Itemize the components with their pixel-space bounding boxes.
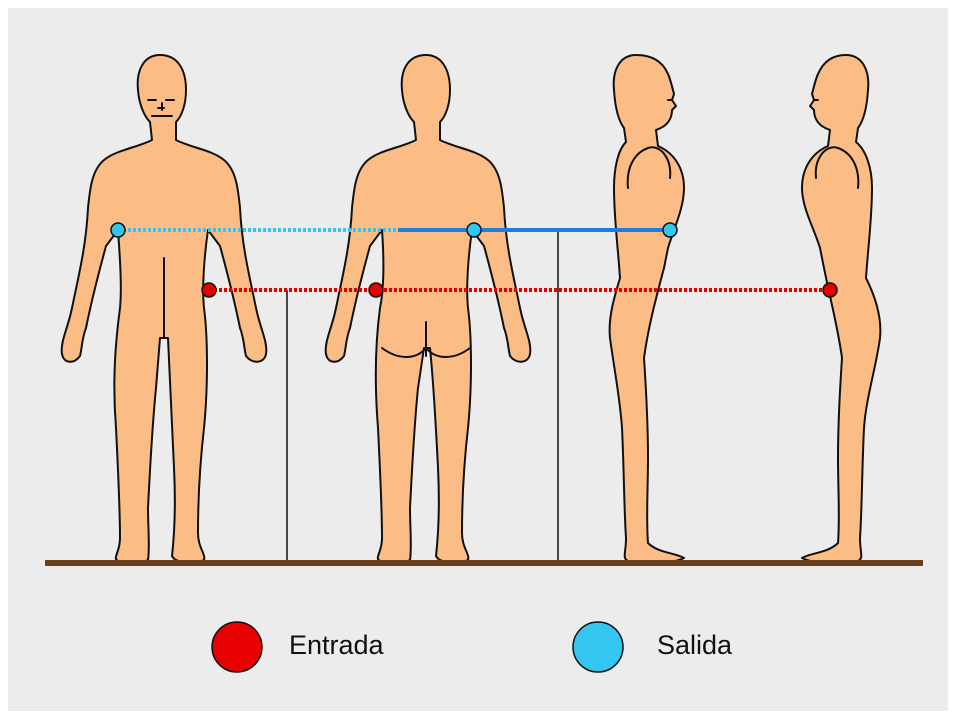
entrada-point-side: [823, 283, 837, 297]
legend-entrada-swatch: [212, 622, 262, 672]
salida-point-front: [111, 223, 125, 237]
legend-salida-swatch: [573, 622, 623, 672]
figure-front-view: [62, 55, 267, 563]
figure-back-view: [326, 55, 531, 563]
salida-point-back: [467, 223, 481, 237]
entrada-point-back: [369, 283, 383, 297]
legend: Entrada Salida: [212, 622, 733, 672]
figure-side-right: [610, 55, 684, 563]
diagram-canvas: Entrada Salida: [8, 8, 948, 711]
salida-point-side: [663, 223, 677, 237]
floor-line: [45, 560, 923, 566]
figure-side-left: [802, 55, 880, 563]
entrada-point-front: [202, 283, 216, 297]
diagram-svg: Entrada Salida: [8, 8, 948, 711]
legend-entrada-label: Entrada: [289, 630, 385, 660]
legend-salida-label: Salida: [657, 630, 733, 660]
